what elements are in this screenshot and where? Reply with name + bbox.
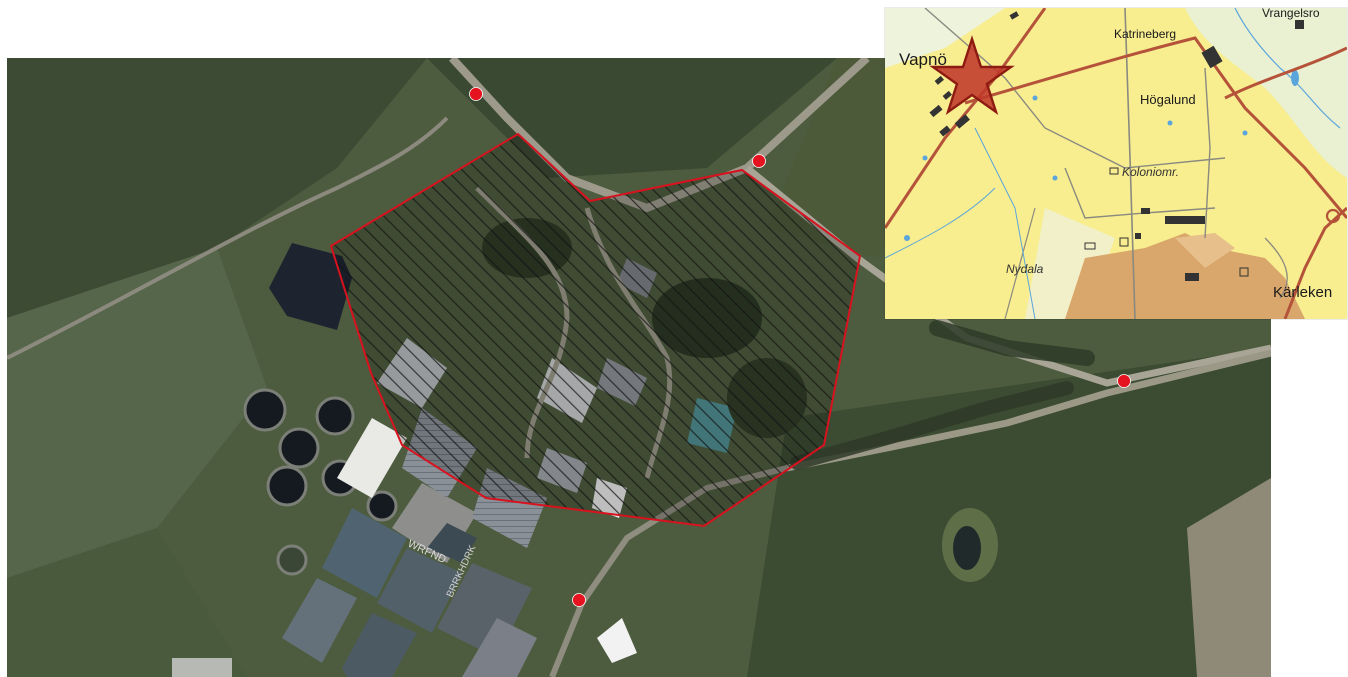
- marker-north-east[interactable]: [752, 154, 766, 168]
- inset-map: Vapnö Katrineberg Vrangelsro Högalund Ko…: [885, 8, 1347, 319]
- place-label-nydala: Nydala: [1006, 262, 1044, 276]
- marker-east[interactable]: [1117, 374, 1131, 388]
- place-label-hogalund: Högalund: [1140, 92, 1196, 107]
- place-label-koloniomr: Koloniomr.: [1122, 165, 1179, 179]
- place-label-vapno: Vapnö: [899, 50, 947, 69]
- place-label-katrineberg: Katrineberg: [1114, 27, 1177, 41]
- place-label-vrangelsro: Vrangelsro: [1262, 8, 1320, 20]
- marker-south[interactable]: [572, 593, 586, 607]
- star-icon: [929, 35, 1015, 116]
- marker-north[interactable]: [469, 87, 483, 101]
- place-label-karleken: Kärleken: [1273, 284, 1333, 301]
- area-boundary[interactable]: [329, 132, 862, 528]
